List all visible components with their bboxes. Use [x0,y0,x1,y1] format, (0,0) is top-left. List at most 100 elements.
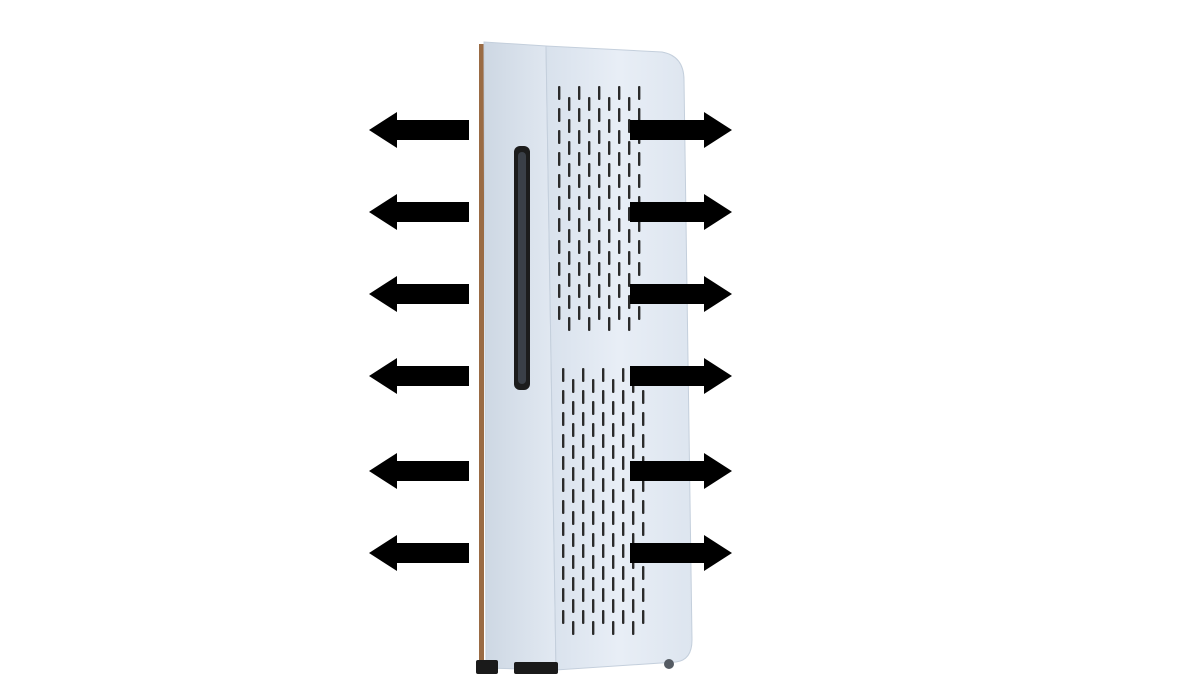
vent-upper-slot [578,174,581,188]
vent-upper-slot [588,317,591,331]
vent-lower-slot [572,599,575,613]
vent-upper-slot [598,306,601,320]
arrow-right-6 [630,535,732,571]
vent-upper-slot [568,141,571,155]
vent-lower-slot [632,489,635,503]
vent-lower-slot [612,599,615,613]
vent-lower-slot [632,599,635,613]
vent-upper-slot [628,141,631,155]
vent-upper-slot [568,207,571,221]
vent-lower-slot [622,588,625,602]
vent-lower-slot [602,390,605,404]
vent-lower-slot [582,412,585,426]
vent-upper-slot [578,262,581,276]
vent-lower-slot [592,621,595,635]
vent-lower-slot [572,423,575,437]
arrow-right-2 [630,194,732,230]
vent-lower-slot [572,621,575,635]
vent-lower-slot [612,555,615,569]
vent-upper-slot [638,306,641,320]
vent-lower-slot [602,500,605,514]
vent-upper-slot [578,196,581,210]
vent-lower-slot [562,500,565,514]
vent-upper-slot [588,163,591,177]
vent-upper-slot [618,86,621,100]
vent-upper-slot [628,229,631,243]
vent-upper-slot [608,273,611,287]
vent-upper-slot [588,97,591,111]
vent-upper-slot [598,108,601,122]
vent-lower-slot [592,445,595,459]
vent-upper-slot [638,262,641,276]
vent-lower-slot [572,401,575,415]
vent-lower-slot [612,533,615,547]
vent-upper-slot [628,163,631,177]
vent-lower-slot [622,544,625,558]
arrow-right-4 [630,358,732,394]
vent-lower-slot [562,456,565,470]
vent-lower-slot [642,434,645,448]
vent-upper-slot [598,218,601,232]
vent-lower-slot [582,434,585,448]
vent-lower-slot [582,566,585,580]
vent-upper-slot [608,119,611,133]
vent-lower-slot [632,445,635,459]
vent-lower-slot [602,522,605,536]
vent-upper-slot [618,306,621,320]
vent-upper-slot [608,251,611,265]
vent-lower-slot [642,478,645,492]
vent-upper-slot [618,240,621,254]
vent-upper-slot [558,152,561,166]
vent-lower-slot [632,423,635,437]
vent-lower-slot [562,544,565,558]
vent-lower-slot [632,621,635,635]
vent-lower-slot [602,588,605,602]
vent-lower-slot [622,368,625,382]
vent-upper-slot [558,306,561,320]
vent-lower-slot [562,368,565,382]
vent-lower-slot [572,467,575,481]
vent-upper-slot [568,273,571,287]
vent-lower-slot [582,500,585,514]
foot-right-wheel [664,659,674,669]
vent-lower-slot [592,379,595,393]
arrow-right-1 [630,112,732,148]
vent-lower-slot [622,456,625,470]
vent-lower-slot [602,610,605,624]
vent-upper-slot [598,284,601,298]
vent-lower-slot [562,412,565,426]
vent-lower-slot [612,511,615,525]
vent-lower-slot [582,544,585,558]
vent-lower-slot [602,478,605,492]
vent-upper-slot [558,130,561,144]
vent-lower-slot [622,412,625,426]
vent-upper-slot [558,262,561,276]
vent-lower-slot [572,555,575,569]
vent-upper-slot [568,185,571,199]
vent-upper-slot [558,240,561,254]
vent-lower-slot [582,456,585,470]
vent-lower-slot [642,390,645,404]
vent-lower-slot [612,401,615,415]
vent-upper-slot [608,163,611,177]
airflow-arrows-left [369,112,469,571]
foot-left [476,660,498,674]
vent-upper-slot [558,284,561,298]
vent-upper-slot [628,273,631,287]
vent-lower-slot [562,478,565,492]
arrow-left-2 [369,194,469,230]
vent-upper-slot [598,130,601,144]
vent-lower-slot [562,390,565,404]
vent-lower-slot [592,599,595,613]
vent-lower-slot [612,379,615,393]
vent-lower-slot [582,522,585,536]
vent-lower-slot [592,511,595,525]
arrow-right-3 [630,276,732,312]
vent-upper-slot [578,218,581,232]
vent-upper-slot [568,119,571,133]
vent-upper-slot [628,97,631,111]
vent-upper-slot [578,86,581,100]
wood-edge-strip [479,44,484,666]
vent-upper-slot [568,295,571,309]
vent-lower-slot [622,500,625,514]
